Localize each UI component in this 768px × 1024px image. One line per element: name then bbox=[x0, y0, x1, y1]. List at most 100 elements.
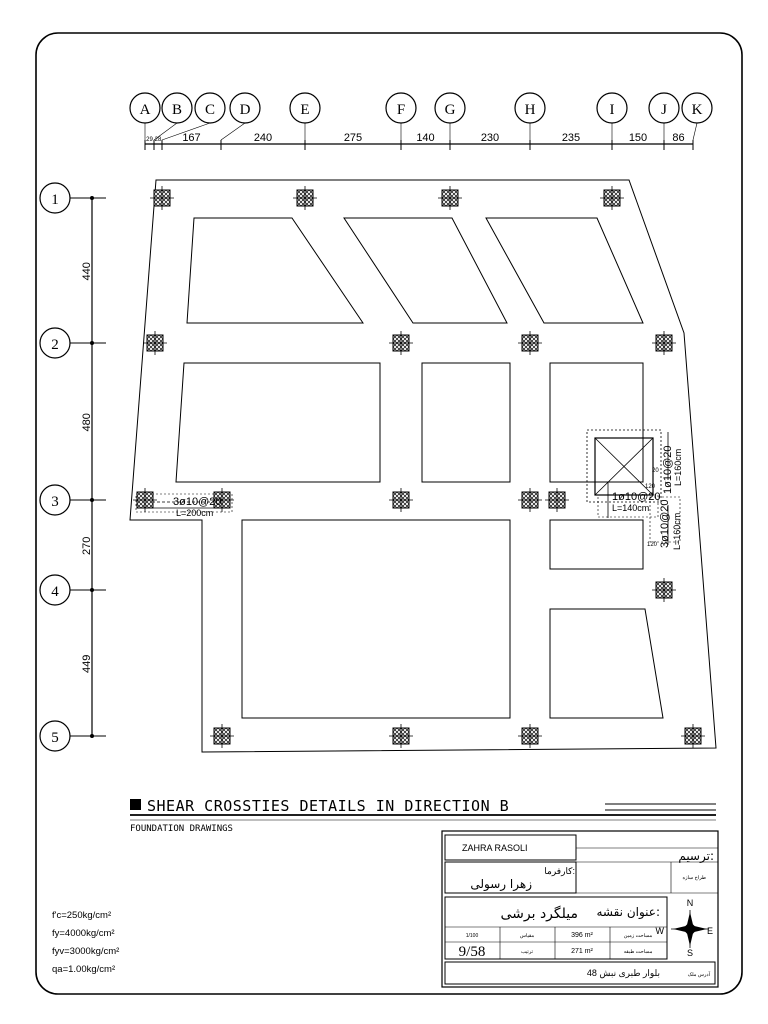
scale-value: 1/100 bbox=[466, 933, 479, 939]
opening-2 bbox=[343, 217, 508, 324]
column bbox=[545, 488, 569, 512]
grid-bubble-5 bbox=[39, 720, 71, 752]
tie-left-label: 3ø10@20 bbox=[173, 496, 221, 508]
column bbox=[389, 488, 413, 512]
drawing-title-label: عنوان نقشه: bbox=[596, 905, 660, 920]
sheet-label: ترتیب bbox=[521, 949, 534, 955]
tie-right-bot-length: L=160cm bbox=[672, 513, 682, 550]
grid-label-5: 5 bbox=[51, 730, 59, 746]
column bbox=[150, 186, 174, 210]
column bbox=[389, 331, 413, 355]
grid-label-K: K bbox=[692, 102, 703, 118]
grid-label-A: A bbox=[140, 102, 151, 118]
dim-x-7: 235 bbox=[562, 132, 580, 144]
dim-x-1: 28 bbox=[155, 137, 162, 143]
opening-1 bbox=[186, 217, 364, 324]
grid-bubble-F bbox=[385, 92, 417, 124]
grid-label-C: C bbox=[205, 102, 215, 118]
dot-y-4 bbox=[90, 588, 94, 592]
small-dim-120b: 120 bbox=[647, 542, 658, 548]
north-arrow-icon bbox=[671, 910, 709, 948]
drawing-title: SHEAR CROSSTIES DETAILS IN DIRECTION B bbox=[147, 797, 509, 815]
grid-bubble-J bbox=[648, 92, 680, 124]
tie-mid-label: 1ø10@20 bbox=[612, 491, 660, 503]
compass-n: N bbox=[687, 898, 694, 908]
sheet-border bbox=[35, 32, 743, 995]
grid-bubble-A bbox=[129, 92, 161, 124]
opening-4 bbox=[175, 362, 381, 483]
dot-y-5 bbox=[90, 734, 94, 738]
title-block bbox=[441, 830, 719, 988]
dot-y-3 bbox=[90, 498, 94, 502]
opening-5 bbox=[421, 362, 511, 483]
grid-bubble-H bbox=[514, 92, 546, 124]
address-label: آدرس ملک bbox=[688, 971, 711, 978]
opening-3 bbox=[485, 217, 644, 324]
prop-fy: fy=4000kg/cm² bbox=[52, 928, 115, 939]
title-square-icon bbox=[130, 799, 141, 810]
column bbox=[210, 724, 234, 748]
drawn-by-label: ترسیم: bbox=[678, 849, 714, 864]
compass-s: S bbox=[687, 948, 693, 958]
grid-label-J: J bbox=[661, 102, 667, 118]
scale-label: مقیاس bbox=[520, 933, 535, 939]
tie-right-top-length: L=160cm bbox=[673, 449, 683, 486]
leader-x-C bbox=[161, 122, 211, 141]
dim-x-6: 230 bbox=[481, 132, 499, 144]
grid-bubble-E bbox=[289, 92, 321, 124]
address-value: بلوار طبری نبش 48 bbox=[587, 968, 660, 979]
grid-bubble-K bbox=[681, 92, 713, 124]
grid-label-B: B bbox=[172, 102, 182, 118]
small-dim-20: 20 bbox=[652, 468, 659, 474]
grid-bubble-I bbox=[596, 92, 628, 124]
small-dim-120a: 120 bbox=[645, 484, 656, 490]
column bbox=[518, 331, 542, 355]
grid-label-F: F bbox=[397, 102, 405, 118]
dim-x-5: 140 bbox=[416, 132, 434, 144]
built-area-value: 271 m² bbox=[571, 948, 593, 955]
column bbox=[438, 186, 462, 210]
grid-bubble-G bbox=[434, 92, 466, 124]
drawing-subtitle: FOUNDATION DRAWINGS bbox=[130, 824, 233, 834]
grid-label-3: 3 bbox=[51, 494, 59, 510]
grid-label-I: I bbox=[610, 102, 615, 118]
compass-w: W bbox=[656, 926, 665, 936]
grid-label-E: E bbox=[300, 102, 309, 118]
tie-left-length: L=200cm bbox=[176, 508, 213, 518]
grid-label-H: H bbox=[525, 102, 536, 118]
dim-y-0: 440 bbox=[81, 262, 93, 280]
foundation-outline bbox=[129, 179, 717, 753]
tie-right-bot-label: 3ø10@20 bbox=[659, 500, 671, 548]
foundation-openings bbox=[175, 217, 664, 719]
dim-x-9: 86 bbox=[672, 132, 684, 144]
compass-e: E bbox=[707, 926, 713, 936]
tie-right-top-label: 1ø10@20 bbox=[662, 446, 674, 494]
column bbox=[133, 488, 157, 512]
grid-label-G: G bbox=[445, 102, 456, 118]
grid-label-D: D bbox=[240, 102, 251, 118]
column bbox=[210, 488, 234, 512]
leader-x-B bbox=[153, 122, 178, 141]
prop-qa: qa=1.00kg/cm² bbox=[52, 964, 115, 975]
column bbox=[143, 331, 167, 355]
dim-x-4: 275 bbox=[344, 132, 362, 144]
built-area-label: مساحت طبقه bbox=[624, 949, 653, 955]
column bbox=[518, 724, 542, 748]
opening-9 bbox=[549, 608, 664, 719]
grid-label-2: 2 bbox=[51, 337, 59, 353]
grid-label-4: 4 bbox=[51, 584, 59, 600]
employer-label: کارفرما: bbox=[544, 866, 575, 877]
opening-7 bbox=[241, 519, 511, 719]
dim-x-0: 29 bbox=[146, 137, 153, 143]
column bbox=[293, 186, 317, 210]
employer-name: زهرا رسولی bbox=[470, 877, 532, 892]
land-area-label: مساحت زمین bbox=[624, 933, 653, 939]
dot-y-1 bbox=[90, 196, 94, 200]
dim-y-2: 270 bbox=[81, 537, 93, 555]
elevator-pit bbox=[586, 429, 681, 545]
column bbox=[652, 331, 676, 355]
dim-x-2: 167 bbox=[182, 132, 200, 144]
designer-name: ZAHRA RASOLI bbox=[462, 843, 528, 853]
designer-label: طراح سازه bbox=[683, 875, 707, 881]
column bbox=[681, 724, 705, 748]
